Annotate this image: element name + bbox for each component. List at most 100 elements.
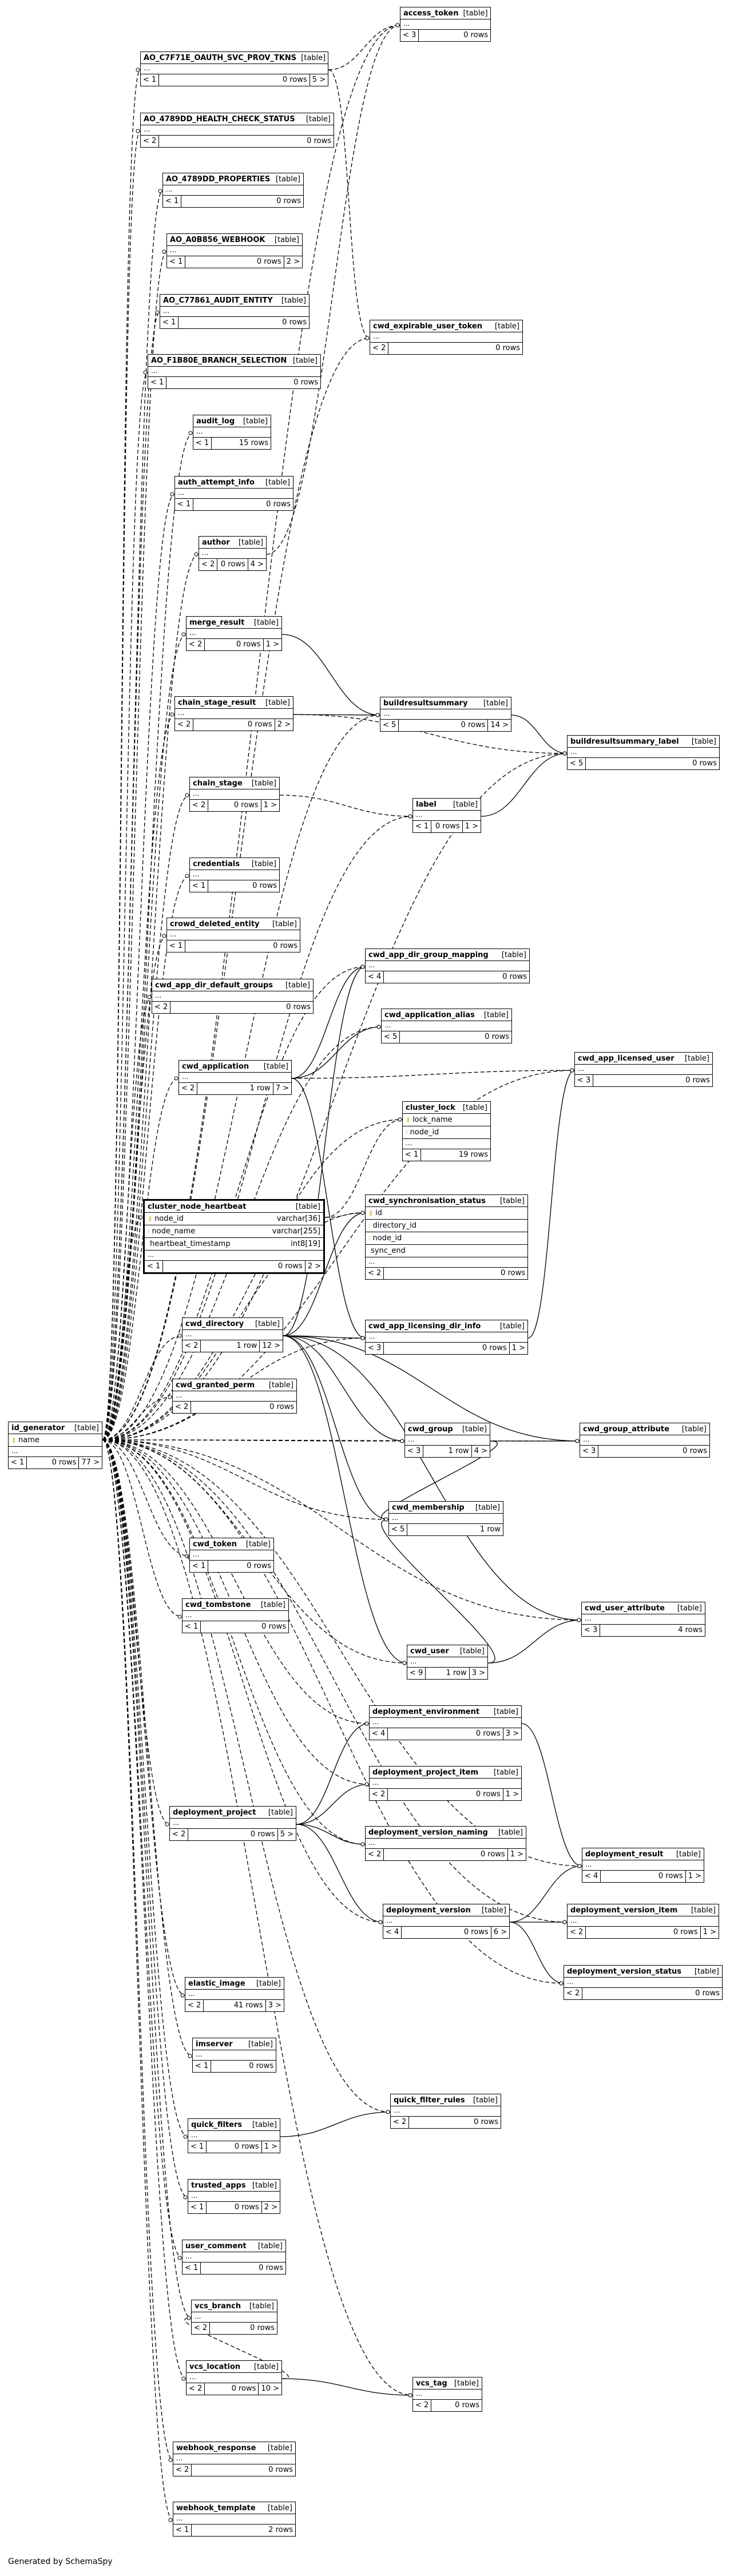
row-count: 0 rows <box>233 801 259 809</box>
table-ao-c7f71e-oauth-svc-prov-tkns[interactable]: AO_C7F71E_OAUTH_SVC_PROV_TKNS[table]...<… <box>140 51 328 86</box>
crows-foot-marker <box>188 431 193 435</box>
table-title: deployment_version_item[table] <box>568 1904 719 1916</box>
row-count: 1 row <box>446 1669 467 1677</box>
row-count: 0 rows <box>51 1458 77 1467</box>
parent-count: < 1 <box>163 196 182 207</box>
table-cwd-synchronisation-status[interactable]: cwd_synchronisation_status[table]⚷id⁝dir… <box>365 1194 528 1280</box>
table-ao-4789dd-health-check-status[interactable]: AO_4789DD_HEALTH_CHECK_STATUS[table]...<… <box>140 113 334 148</box>
relationship-edge <box>102 966 366 1440</box>
crows-foot-marker <box>165 1822 169 1827</box>
table-title: cwd_user_attribute[table] <box>582 1602 705 1614</box>
parent-count: < 2 <box>366 1268 384 1279</box>
relationship-edge <box>102 1078 179 1440</box>
more-columns-ellipsis: ... <box>366 1332 527 1343</box>
relationship-edge <box>324 1212 366 1218</box>
relationship-edge <box>283 1335 580 1442</box>
child-count: 1 > <box>263 639 281 650</box>
parent-count: < 3 <box>575 1075 594 1086</box>
row-count: 0 rows <box>273 942 297 950</box>
more-columns-ellipsis: ... <box>193 2050 276 2061</box>
table-name: cwd_directory <box>185 1319 244 1328</box>
table-kind: [table] <box>453 800 478 809</box>
parent-count: < 3 <box>580 1446 599 1457</box>
row-count: 0 rows <box>231 2384 256 2393</box>
table-name: chain_stage_result <box>178 698 256 707</box>
table-kind: [table] <box>454 2379 479 2388</box>
table-title: cluster_node_heartbeat[table] <box>145 1201 323 1213</box>
crows-foot-marker <box>365 336 370 340</box>
row-count: 1 row <box>479 1525 501 1534</box>
crows-foot-marker <box>168 2518 173 2522</box>
crows-foot-marker <box>187 2316 191 2320</box>
table-cluster-lock[interactable]: cluster_lock[table]⚷lock_name⁝node_id...… <box>402 1101 491 1161</box>
parent-count: < 2 <box>185 2000 204 2011</box>
row-count: 0 rows <box>249 2062 273 2070</box>
table-kind: [table] <box>256 1979 281 1988</box>
crows-foot-marker <box>559 1981 564 1986</box>
table-kind: [table] <box>677 1603 702 1613</box>
relationship-edge <box>293 714 568 754</box>
relationship-edge <box>102 1439 413 2396</box>
table-title: cwd_tombstone[table] <box>182 1599 288 1611</box>
child-count: 3 > <box>265 2000 284 2011</box>
